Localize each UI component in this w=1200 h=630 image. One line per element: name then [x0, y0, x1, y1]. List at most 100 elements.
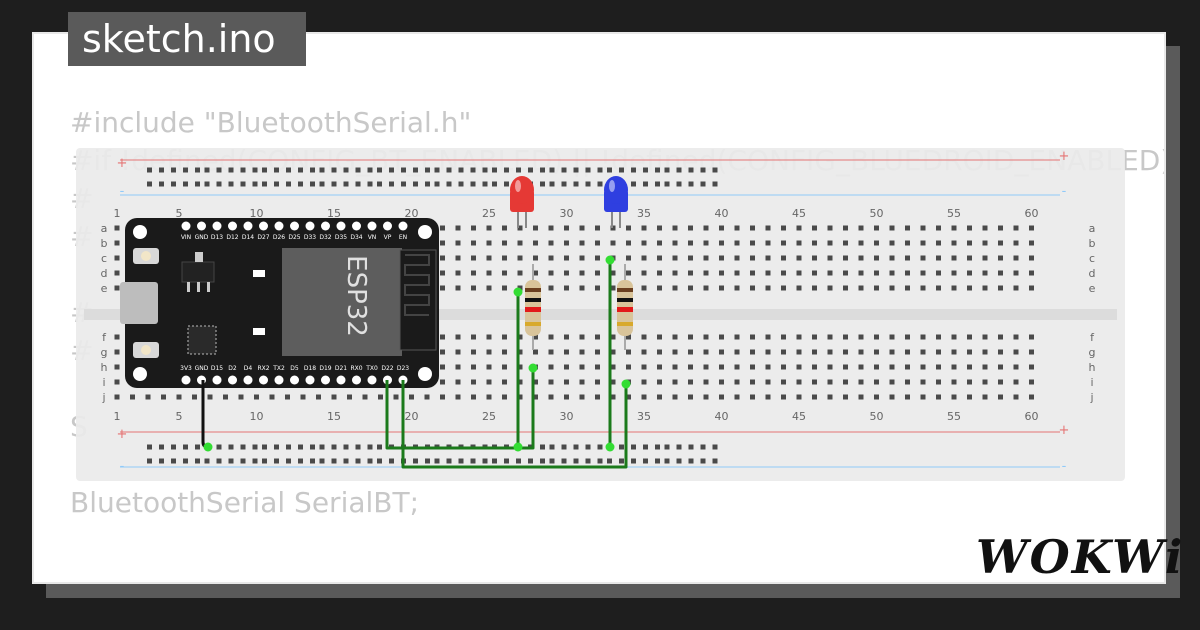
breadboard-hole [564, 225, 569, 231]
breadboard-hole [502, 364, 507, 370]
breadboard-hole [517, 225, 523, 231]
breadboard-hole [936, 379, 941, 385]
breadboard-hole [750, 394, 755, 400]
rail-hole [367, 167, 373, 173]
rail-hole [274, 181, 279, 187]
row-letter: a [101, 222, 108, 235]
rail-hole [252, 458, 258, 464]
breadboard-hole [455, 349, 461, 355]
breadboard-hole [920, 379, 926, 385]
esp32-pin-label: D14 [242, 234, 254, 241]
rail-hole [204, 458, 210, 464]
resistor-band [525, 322, 541, 326]
breadboard-hole [920, 225, 926, 231]
breadboard-hole [843, 285, 848, 291]
esp32-pin-hole [305, 221, 315, 231]
breadboard-center-channel [84, 309, 1117, 320]
esp32-pin-label: D34 [350, 234, 362, 241]
breadboard-hole [951, 270, 957, 276]
breadboard-hole [610, 285, 616, 291]
rail-hole [619, 458, 624, 464]
breadboard-hole [114, 285, 120, 291]
breadboard-hole [672, 379, 678, 385]
breadboard-hole [796, 285, 802, 291]
rail-hole [413, 167, 418, 173]
esp32-pin-hole [259, 221, 268, 231]
breadboard-hole [1013, 255, 1019, 261]
breadboard-hole [827, 225, 833, 231]
rail-hole [343, 167, 349, 173]
esp32-pin-label: VP [384, 234, 392, 241]
breadboard-hole [781, 285, 786, 291]
breadboard-hole [471, 334, 476, 340]
column-number: 30 [560, 410, 574, 423]
breadboard-hole [781, 349, 786, 355]
breadboard-hole [781, 225, 786, 231]
esp32-pin-hole [367, 221, 377, 231]
breadboard-hole [440, 364, 445, 370]
row-letter: f [1090, 331, 1095, 344]
breadboard-hole [750, 240, 755, 246]
breadboard-hole [502, 349, 507, 355]
breadboard-hole [114, 394, 120, 400]
breadboard-hole [564, 349, 569, 355]
breadboard-hole [889, 285, 895, 291]
rail-hole [516, 167, 521, 173]
rail-hole [331, 181, 337, 187]
breadboard-hole [595, 285, 600, 291]
breadboard-hole [858, 285, 864, 291]
breadboard-hole [843, 394, 848, 400]
breadboard-hole [610, 364, 616, 370]
breadboard-hole [564, 364, 569, 370]
breadboard-hole [455, 255, 461, 261]
breadboard-hole [750, 270, 755, 276]
breadboard-hole [905, 364, 910, 370]
rail-hole [377, 458, 382, 464]
breadboard-hole [610, 240, 616, 246]
breadboard-hole [595, 394, 600, 400]
breadboard-hole [982, 349, 988, 355]
breadboard-hole [548, 225, 554, 231]
rail-hole [664, 181, 670, 187]
breadboard-hole [703, 334, 709, 340]
breadboard-hole [176, 394, 182, 400]
rail-hole [195, 458, 200, 464]
breadboard-hole [471, 225, 476, 231]
breadboard-hole [161, 394, 166, 400]
rail-hole [355, 458, 361, 464]
breadboard-hole [564, 334, 569, 340]
breadboard-hole [657, 379, 662, 385]
rail-hole [425, 181, 430, 187]
rail-hole [183, 444, 188, 450]
breadboard-hole [936, 240, 941, 246]
esp32-pin-hole [197, 221, 206, 231]
rail-hole [549, 458, 555, 464]
breadboard-hole [936, 285, 941, 291]
esp32-pin-label: D5 [290, 365, 299, 372]
breadboard-hole [672, 349, 678, 355]
rail-hole [319, 458, 325, 464]
rail-hole [228, 458, 234, 464]
breadboard-hole [1029, 379, 1034, 385]
breadboard-hole [238, 394, 244, 400]
row-letter: e [1089, 282, 1096, 295]
rail-hole [619, 444, 624, 450]
breadboard-hole [827, 379, 833, 385]
breadboard-labels: 1155101015152020252530303535404045455050… [101, 207, 1096, 423]
breadboard-hole [827, 270, 833, 276]
rail-hole [331, 444, 337, 450]
breadboard-hole [827, 394, 833, 400]
column-number: 55 [947, 207, 961, 220]
breadboard-hole [812, 285, 817, 291]
breadboard-hole [765, 364, 771, 370]
breadboard-hole [517, 364, 523, 370]
breadboard-hole [486, 349, 492, 355]
breadboard-hole [827, 364, 833, 370]
breadboard-hole [626, 364, 631, 370]
breadboard-hole [517, 394, 523, 400]
breadboard-hole [858, 225, 864, 231]
esp32-pin-label: VIN [181, 234, 191, 241]
file-tab[interactable]: sketch.ino [68, 12, 306, 66]
breadboard-hole [672, 225, 678, 231]
